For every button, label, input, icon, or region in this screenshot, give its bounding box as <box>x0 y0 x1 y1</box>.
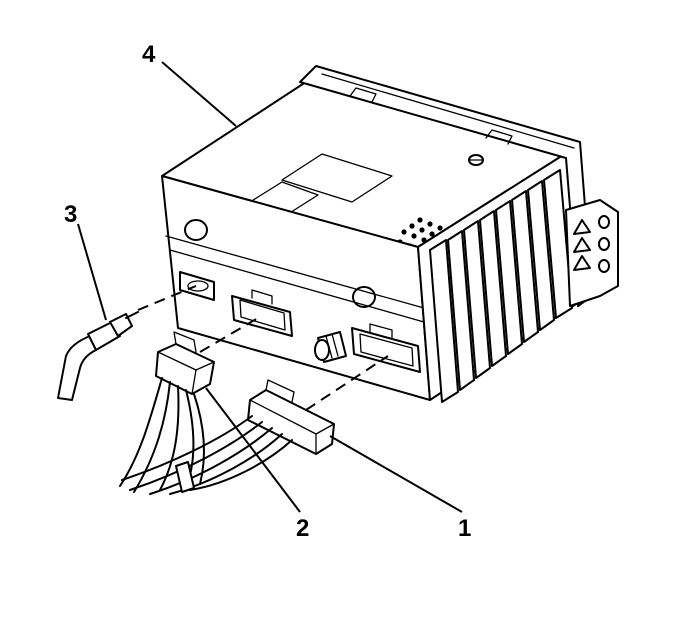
bracket-triangles <box>573 219 591 271</box>
callout-3: 3 <box>64 201 77 228</box>
mounting-bracket <box>565 199 619 307</box>
antenna-lead <box>57 311 139 401</box>
callout-1: 1 <box>458 515 471 542</box>
antenna-socket <box>179 271 215 301</box>
top-screw <box>468 154 484 166</box>
rear-round-hole-right <box>352 286 376 308</box>
socket-right <box>351 327 421 373</box>
connector-1-harness <box>121 379 335 495</box>
heat-sink-fins <box>429 169 573 403</box>
socket-left <box>231 295 293 337</box>
alignment-lines <box>137 285 389 411</box>
connector-2-harness <box>119 331 215 493</box>
ground-stud <box>314 331 347 363</box>
rear-round-hole-left <box>184 219 208 241</box>
bracket-holes <box>598 215 610 273</box>
callout-2: 2 <box>296 515 309 542</box>
callout-4: 4 <box>142 41 156 68</box>
leader-lines <box>77 61 463 513</box>
top-panel-large <box>281 153 393 203</box>
radio-receiver-unit <box>161 65 619 403</box>
harness-tie <box>175 461 195 493</box>
